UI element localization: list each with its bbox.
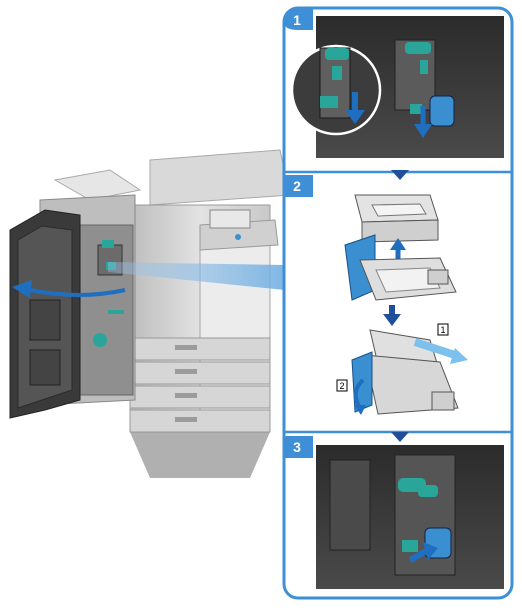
step-3-panel <box>316 445 504 589</box>
paper-drawers <box>129 337 271 433</box>
cartridge-holder <box>344 234 457 301</box>
staple-cartridge-top <box>354 194 439 243</box>
up-arrow-icon <box>390 238 406 250</box>
label-2-text: 2 <box>339 381 344 391</box>
finisher-door <box>9 209 81 419</box>
callout-label-2: 2 <box>336 379 348 392</box>
label-1-text: 1 <box>440 325 445 335</box>
step-2-panel: 1 2 <box>336 194 468 415</box>
step-1-panel <box>290 16 504 158</box>
down-triangle-icon <box>391 170 409 180</box>
step-number: 1 <box>293 12 301 28</box>
step-1-badge: 1 <box>284 8 313 30</box>
step-3-badge: 3 <box>284 436 313 458</box>
stapler-unit <box>97 240 123 276</box>
step-number: 3 <box>293 439 301 455</box>
copier-machine <box>9 149 291 478</box>
zoom-beam <box>108 262 285 290</box>
down-arrow-icon <box>414 124 432 138</box>
callout-label-1: 1 <box>437 323 449 336</box>
green-knob-icon <box>93 333 107 347</box>
down-triangle-icon <box>391 432 409 442</box>
up-arrow-icon <box>423 542 438 560</box>
curved-arrow-icon <box>29 288 126 297</box>
step-number: 2 <box>293 178 301 194</box>
step-2-badge: 2 <box>284 175 313 197</box>
